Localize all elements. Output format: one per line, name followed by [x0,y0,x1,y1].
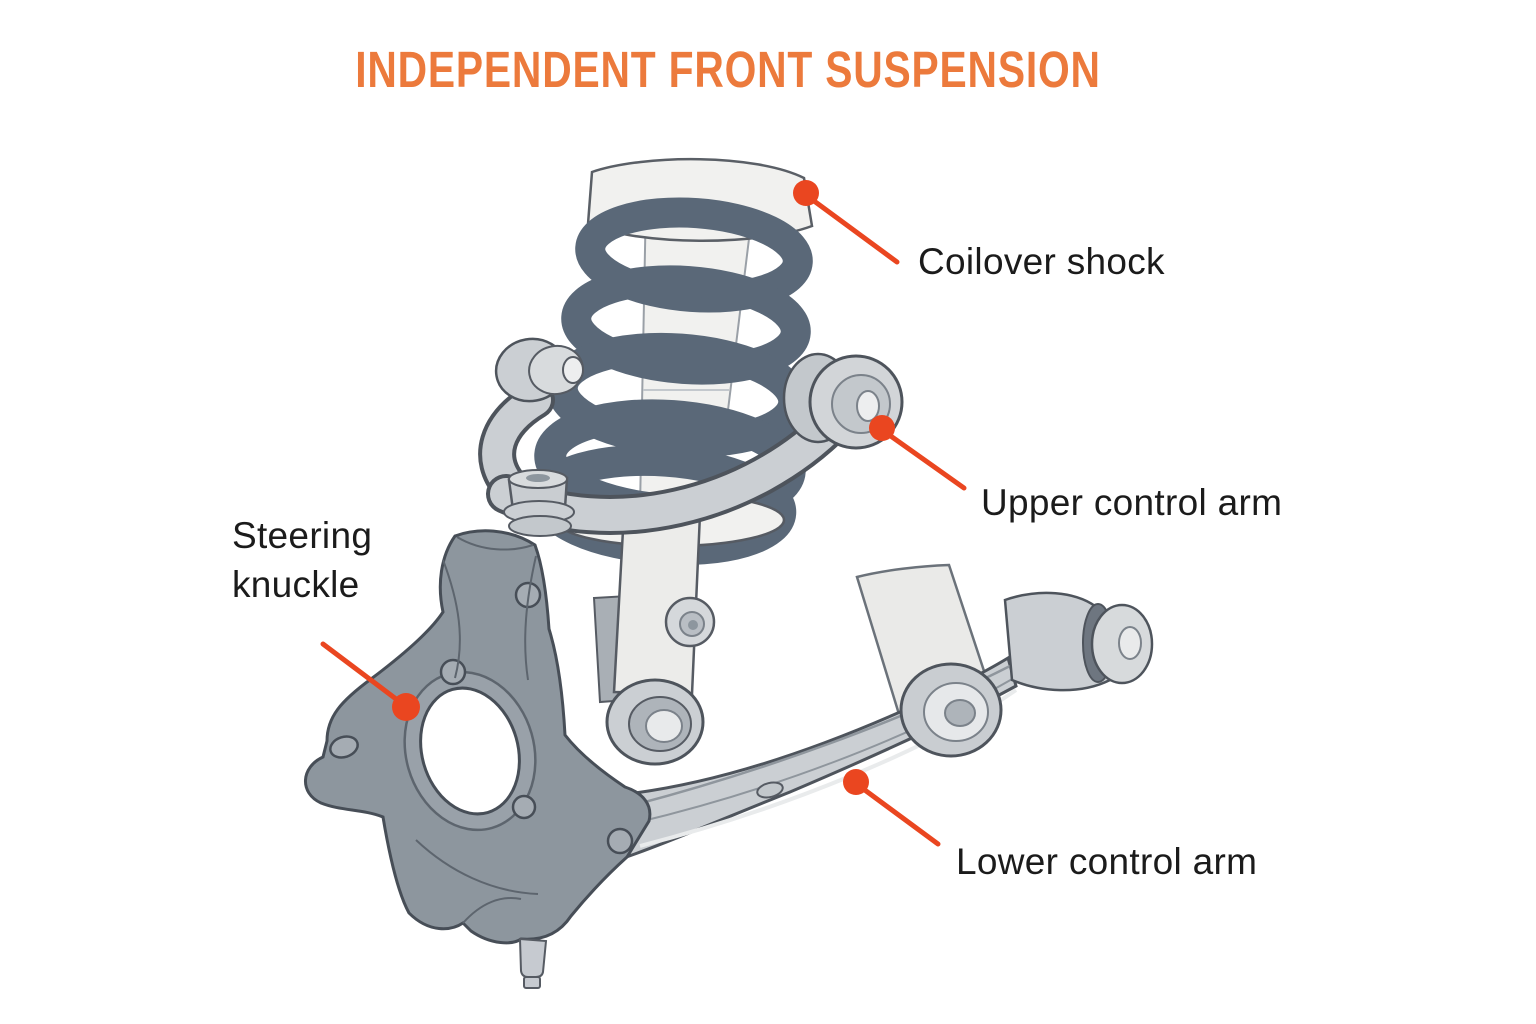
knuckle-rib-lines [415,536,539,924]
upper-control-arm-art [478,337,904,537]
callout-line-lower-control-arm [855,782,941,847]
callouts [320,180,967,847]
label-lower-control-arm: Lower control arm [956,841,1258,882]
label-steering-knuckle: Steering knuckle [232,515,373,605]
callout-line-steering-knuckle [320,641,407,708]
upper-arm-ball-joint [503,469,575,537]
label-coilover-shock: Coilover shock [918,241,1165,282]
lower-arm-end-bushing [1003,591,1154,692]
page-title: INDEPENDENT FRONT SUSPENSION [355,41,1101,98]
callout-line-upper-control-arm [882,429,967,491]
callout-dot-steering-knuckle [392,693,420,721]
label-upper-control-arm: Upper control arm [981,482,1283,523]
callout-dot-upper-control-arm [869,415,895,441]
upper-arm-rear-bushing [494,337,584,403]
knuckle-stud [518,937,548,989]
strut-boss [664,596,716,648]
callout-line-coilover-shock [807,195,900,265]
callout-dot-lower-control-arm [843,769,869,795]
lower-control-arm-art [582,563,1154,868]
lower-arm-hole [756,781,784,799]
steering-knuckle-art [304,529,652,989]
callout-dot-coilover-shock [793,180,819,206]
lower-arm-rear-bushing [899,662,1003,758]
knuckle-bolt-holes [329,581,634,855]
strut-lower-bushing [605,678,705,766]
knuckle-hub-bore [419,686,521,816]
